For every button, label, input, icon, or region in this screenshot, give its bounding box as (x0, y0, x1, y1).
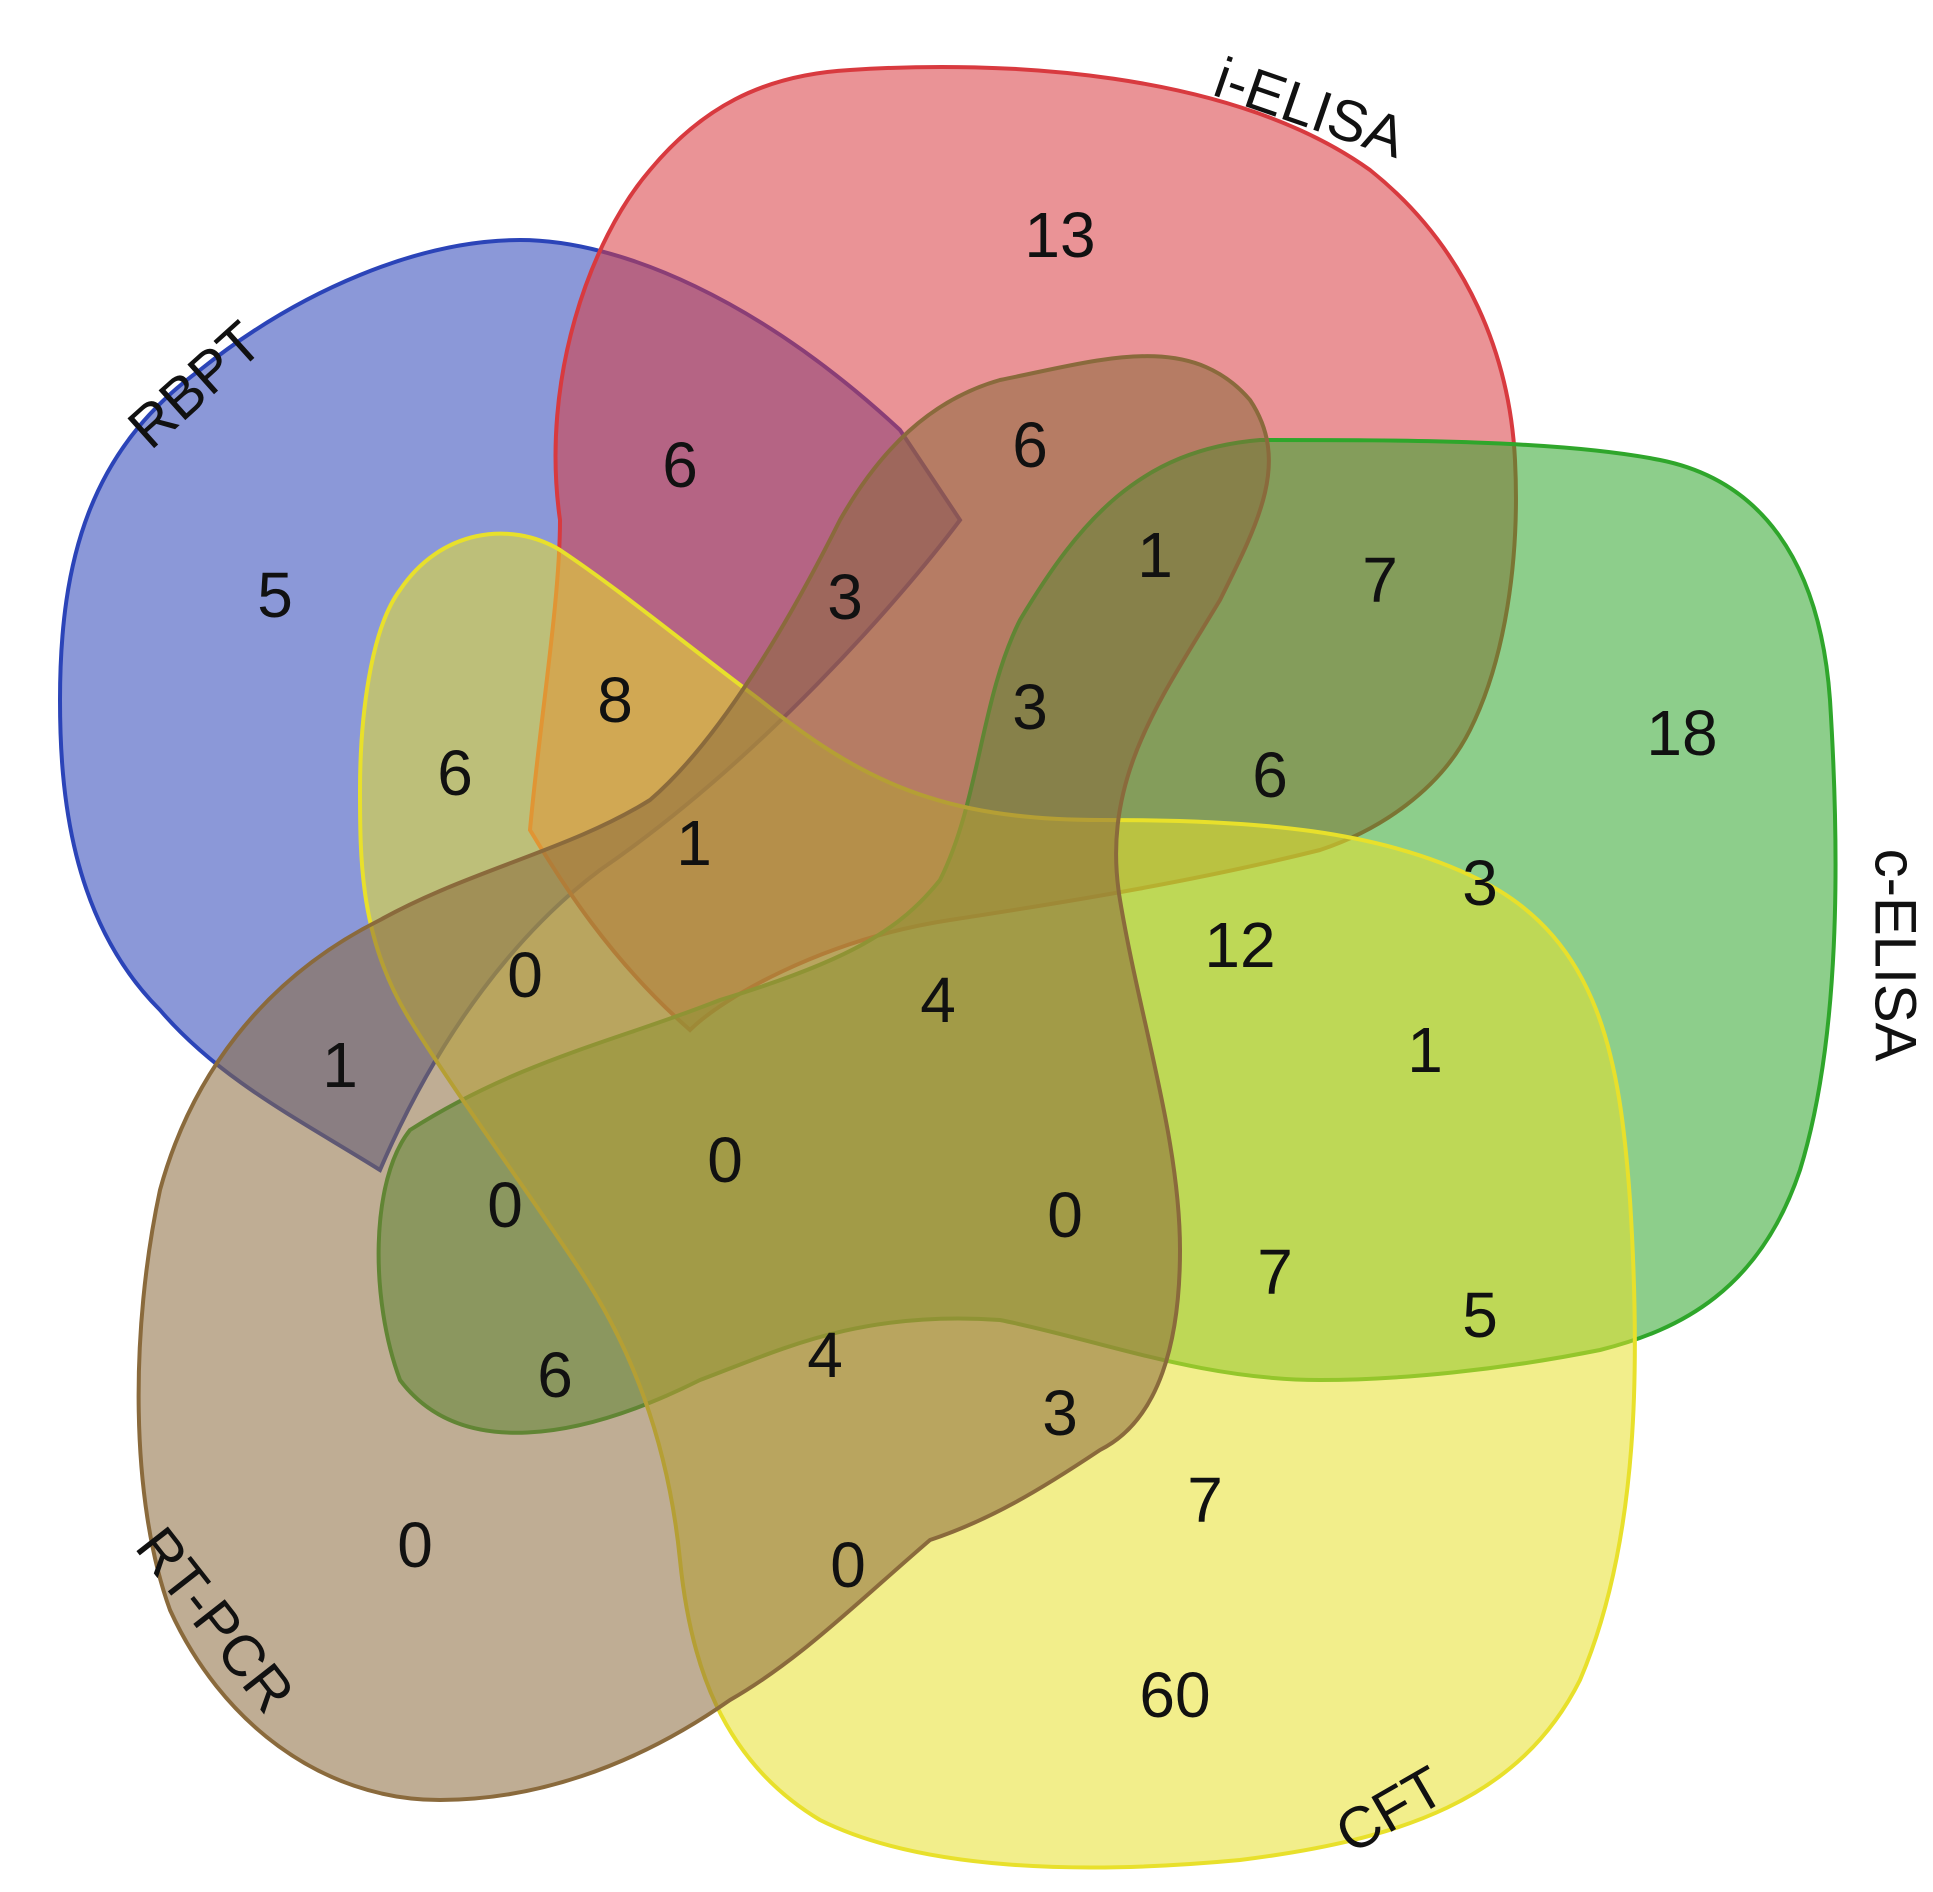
set-label-celisa: c-ELISA (1863, 849, 1928, 1062)
region-count: 0 (830, 1529, 866, 1601)
region-count: 5 (1462, 1279, 1498, 1351)
region-count: 6 (537, 1339, 573, 1411)
region-count: 0 (397, 1509, 433, 1581)
region-count: 0 (487, 1169, 523, 1241)
region-count: 3 (1012, 671, 1048, 743)
region-counts: 13 6 6 5 1 7 3 8 3 6 18 6 1 3 12 0 4 1 1… (257, 199, 1717, 1731)
region-count: 6 (437, 737, 473, 809)
region-count: 13 (1024, 199, 1095, 271)
region-count: 1 (676, 807, 712, 879)
region-count: 1 (322, 1029, 358, 1101)
region-count: 12 (1204, 909, 1275, 981)
region-count: 3 (1462, 847, 1498, 919)
region-count: 7 (1362, 544, 1398, 616)
region-count: 6 (662, 429, 698, 501)
region-count: 1 (1137, 519, 1173, 591)
region-count: 0 (707, 1124, 743, 1196)
region-count: 6 (1012, 409, 1048, 481)
region-count: 3 (1042, 1377, 1078, 1449)
region-count: 0 (507, 939, 543, 1011)
set-shape-rtpcr (136, 354, 1271, 1803)
region-count: 4 (807, 1319, 843, 1391)
region-count: 60 (1139, 1659, 1210, 1731)
region-count: 6 (1252, 739, 1288, 811)
region-count: 7 (1257, 1236, 1293, 1308)
region-count: 8 (597, 664, 633, 736)
region-count: 7 (1187, 1464, 1223, 1536)
region-count: 3 (827, 561, 863, 633)
set-shapes (57, 64, 1838, 1870)
region-count: 1 (1407, 1014, 1443, 1086)
region-count: 5 (257, 559, 293, 631)
region-count: 18 (1646, 697, 1717, 769)
region-count: 4 (920, 964, 956, 1036)
region-count: 0 (1047, 1179, 1083, 1251)
